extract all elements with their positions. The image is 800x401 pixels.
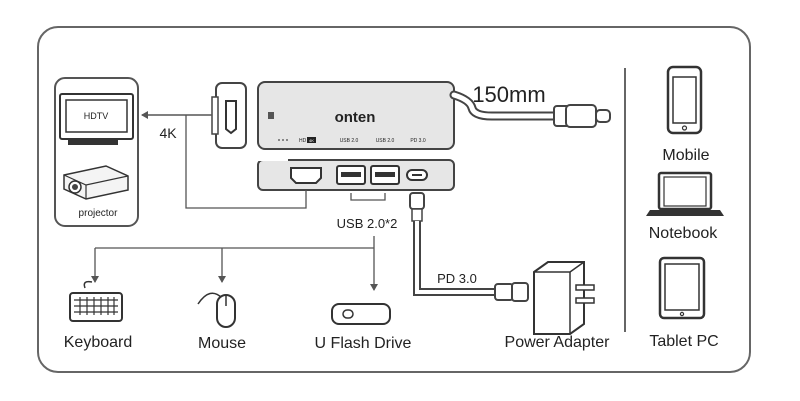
hdtv-label: HDTV xyxy=(84,111,109,121)
hub-hd-badge: 4K xyxy=(309,138,314,143)
pd-label: PD 3.0 xyxy=(437,271,477,286)
power-adapter-icon xyxy=(533,261,595,335)
mobile-label: Mobile xyxy=(662,147,709,164)
usb-port-1 xyxy=(336,165,366,185)
hub-cable xyxy=(449,90,611,128)
hub-usb-label-2: USB 2.0 xyxy=(376,138,395,144)
flash-drive-icon xyxy=(331,303,391,325)
cable-length-label: 150mm xyxy=(472,82,545,107)
resolution-label: 4K xyxy=(159,125,177,141)
usb-group-label: USB 2.0*2 xyxy=(337,216,398,231)
hdmi-port-icon xyxy=(225,100,237,135)
hdmi-port-icon xyxy=(290,167,322,184)
hub-side-view xyxy=(257,156,455,191)
hdmi-link-line xyxy=(185,115,307,209)
hub-pd-label: PD 3.0 xyxy=(410,138,426,144)
tablet-label: Tablet PC xyxy=(649,333,718,350)
hub-hd-label: HD xyxy=(299,138,307,144)
tablet-icon xyxy=(658,256,706,320)
usb-c-port xyxy=(406,169,428,181)
usb-distribution xyxy=(91,247,378,291)
mouse-label: Mouse xyxy=(198,335,246,352)
phone-icon xyxy=(666,65,703,135)
projector-icon xyxy=(63,165,129,200)
laptop-icon xyxy=(646,171,724,216)
power-adapter-label: Power Adapter xyxy=(505,334,611,351)
pd-cable xyxy=(409,192,529,302)
flash-drive-label: U Flash Drive xyxy=(315,335,412,352)
projector-label: projector xyxy=(79,208,119,219)
outer-frame xyxy=(37,26,751,373)
tv-icon: HDTV xyxy=(59,93,134,145)
keyboard-icon xyxy=(69,280,123,322)
usb-bracket xyxy=(350,193,386,201)
brand-logo: onten xyxy=(335,109,376,126)
notebook-label: Notebook xyxy=(649,225,718,242)
usb-port-2 xyxy=(370,165,400,185)
keyboard-label: Keyboard xyxy=(64,334,133,351)
mouse-icon xyxy=(197,292,236,328)
hub-usb-label-1: USB 2.0 xyxy=(340,138,359,144)
hdmi-plug xyxy=(211,82,247,149)
hub-top-view: onten HD 4K USB 2.0 USB 2.0 PD 3.0 xyxy=(257,81,455,150)
display-devices: HDTV projector xyxy=(54,77,139,227)
